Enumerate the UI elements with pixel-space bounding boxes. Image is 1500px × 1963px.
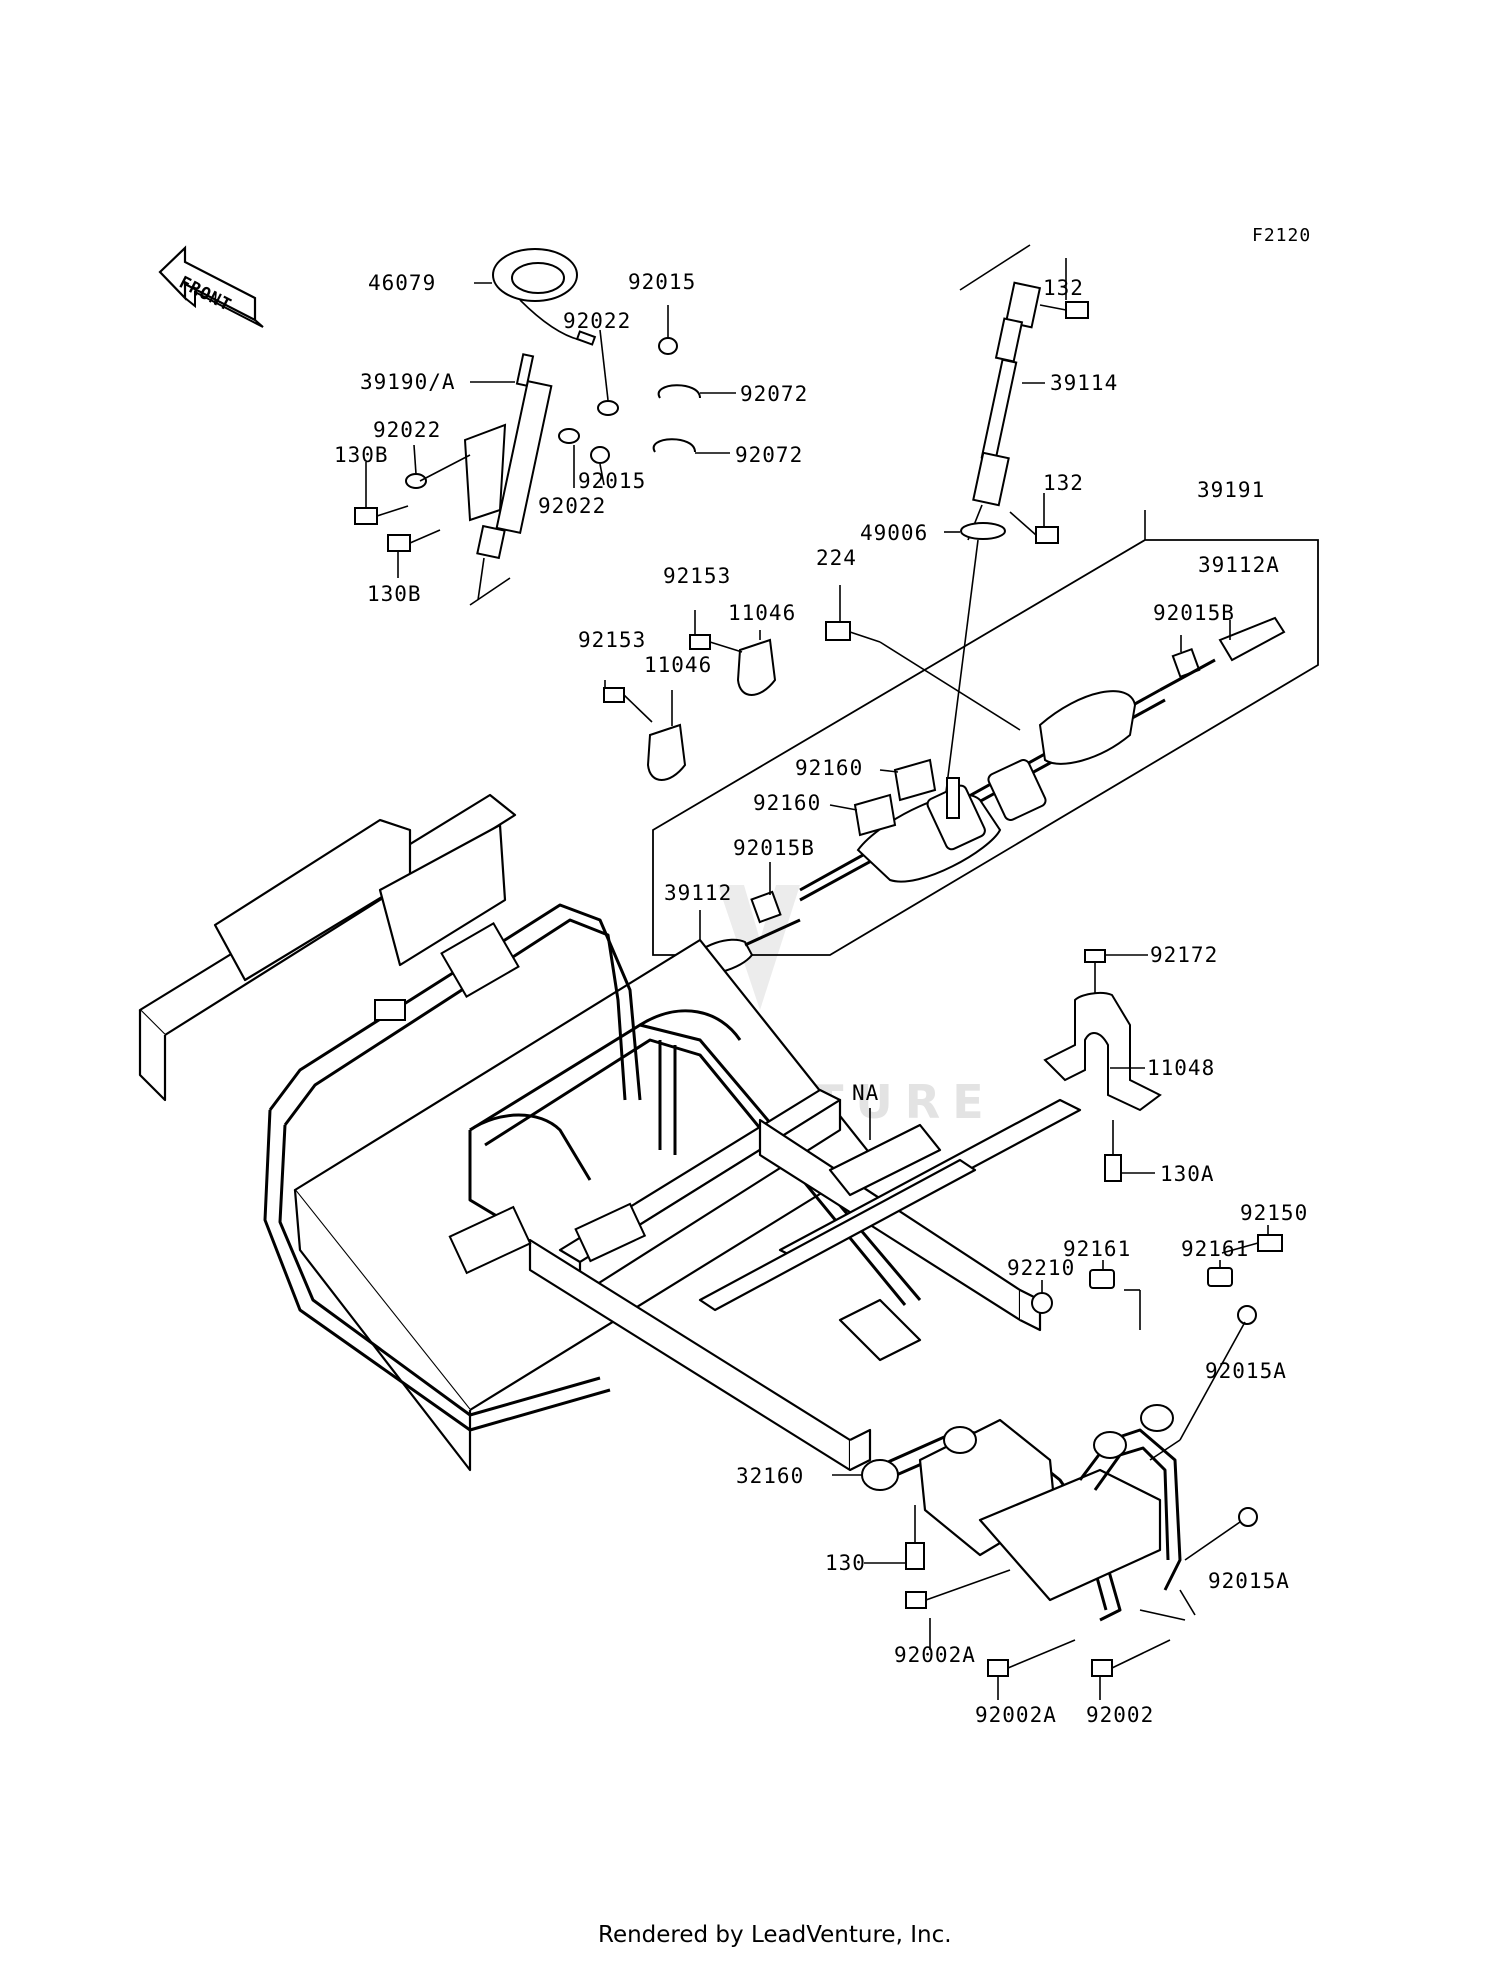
callout-92153: 92153 bbox=[578, 628, 646, 652]
figure-code: F2120 bbox=[1252, 225, 1311, 246]
callout-labels: 46079 92015 92022 39190/A 92072 92022 92… bbox=[334, 270, 1308, 1727]
callout-130b: 130B bbox=[334, 443, 389, 467]
callout-224: 224 bbox=[816, 546, 857, 570]
steering-column-group bbox=[354, 248, 736, 606]
callout-92015b: 92015B bbox=[733, 836, 815, 860]
callout-92161: 92161 bbox=[1181, 1237, 1249, 1261]
callout-46079: 46079 bbox=[368, 271, 436, 295]
main-frame-group bbox=[138, 793, 1082, 1472]
callout-92002: 92002 bbox=[1086, 1703, 1154, 1727]
callout-92150: 92150 bbox=[1240, 1201, 1308, 1225]
callout-92022: 92022 bbox=[538, 494, 606, 518]
callout-11048: 11048 bbox=[1147, 1056, 1215, 1080]
callout-92002a: 92002A bbox=[975, 1703, 1057, 1727]
callout-92022: 92022 bbox=[563, 309, 631, 333]
watermark-logo bbox=[718, 885, 800, 1010]
callout-92160: 92160 bbox=[795, 756, 863, 780]
callout-132: 132 bbox=[1043, 471, 1084, 495]
bracket-group bbox=[1043, 949, 1162, 1182]
footer-credit: Rendered by LeadVenture, Inc. bbox=[598, 1922, 952, 1948]
callout-132: 132 bbox=[1043, 276, 1084, 300]
callout-92161: 92161 bbox=[1063, 1237, 1131, 1261]
callout-39190a: 39190/A bbox=[360, 370, 456, 394]
callout-49006: 49006 bbox=[860, 521, 928, 545]
callout-92015a: 92015A bbox=[1208, 1569, 1290, 1593]
callout-92072: 92072 bbox=[735, 443, 803, 467]
callout-na: NA bbox=[852, 1081, 879, 1105]
callout-92015: 92015 bbox=[578, 469, 646, 493]
callout-11046: 11046 bbox=[644, 653, 712, 677]
callout-92002a: 92002A bbox=[894, 1643, 976, 1667]
callout-92015: 92015 bbox=[628, 270, 696, 294]
callout-92160: 92160 bbox=[753, 791, 821, 815]
callout-39112a: 39112A bbox=[1198, 553, 1280, 577]
suspension-arm-group bbox=[832, 1225, 1283, 1700]
callout-92210: 92210 bbox=[1007, 1256, 1075, 1280]
callout-92022: 92022 bbox=[373, 418, 441, 442]
callout-92153: 92153 bbox=[663, 564, 731, 588]
callout-92172: 92172 bbox=[1150, 943, 1218, 967]
callout-130: 130 bbox=[825, 1551, 866, 1575]
callout-39191: 39191 bbox=[1197, 478, 1265, 502]
callout-92015b: 92015B bbox=[1153, 601, 1235, 625]
front-arrow-icon: FRONT bbox=[158, 245, 264, 328]
callout-11046: 11046 bbox=[728, 601, 796, 625]
callout-130b: 130B bbox=[367, 582, 422, 606]
callout-39114: 39114 bbox=[1050, 371, 1118, 395]
callout-39112: 39112 bbox=[664, 881, 732, 905]
steering-shaft-group bbox=[944, 244, 1089, 801]
callout-130a: 130A bbox=[1160, 1162, 1215, 1186]
callout-92015a: 92015A bbox=[1205, 1359, 1287, 1383]
callout-32160: 32160 bbox=[736, 1464, 804, 1488]
callout-92072: 92072 bbox=[740, 382, 808, 406]
